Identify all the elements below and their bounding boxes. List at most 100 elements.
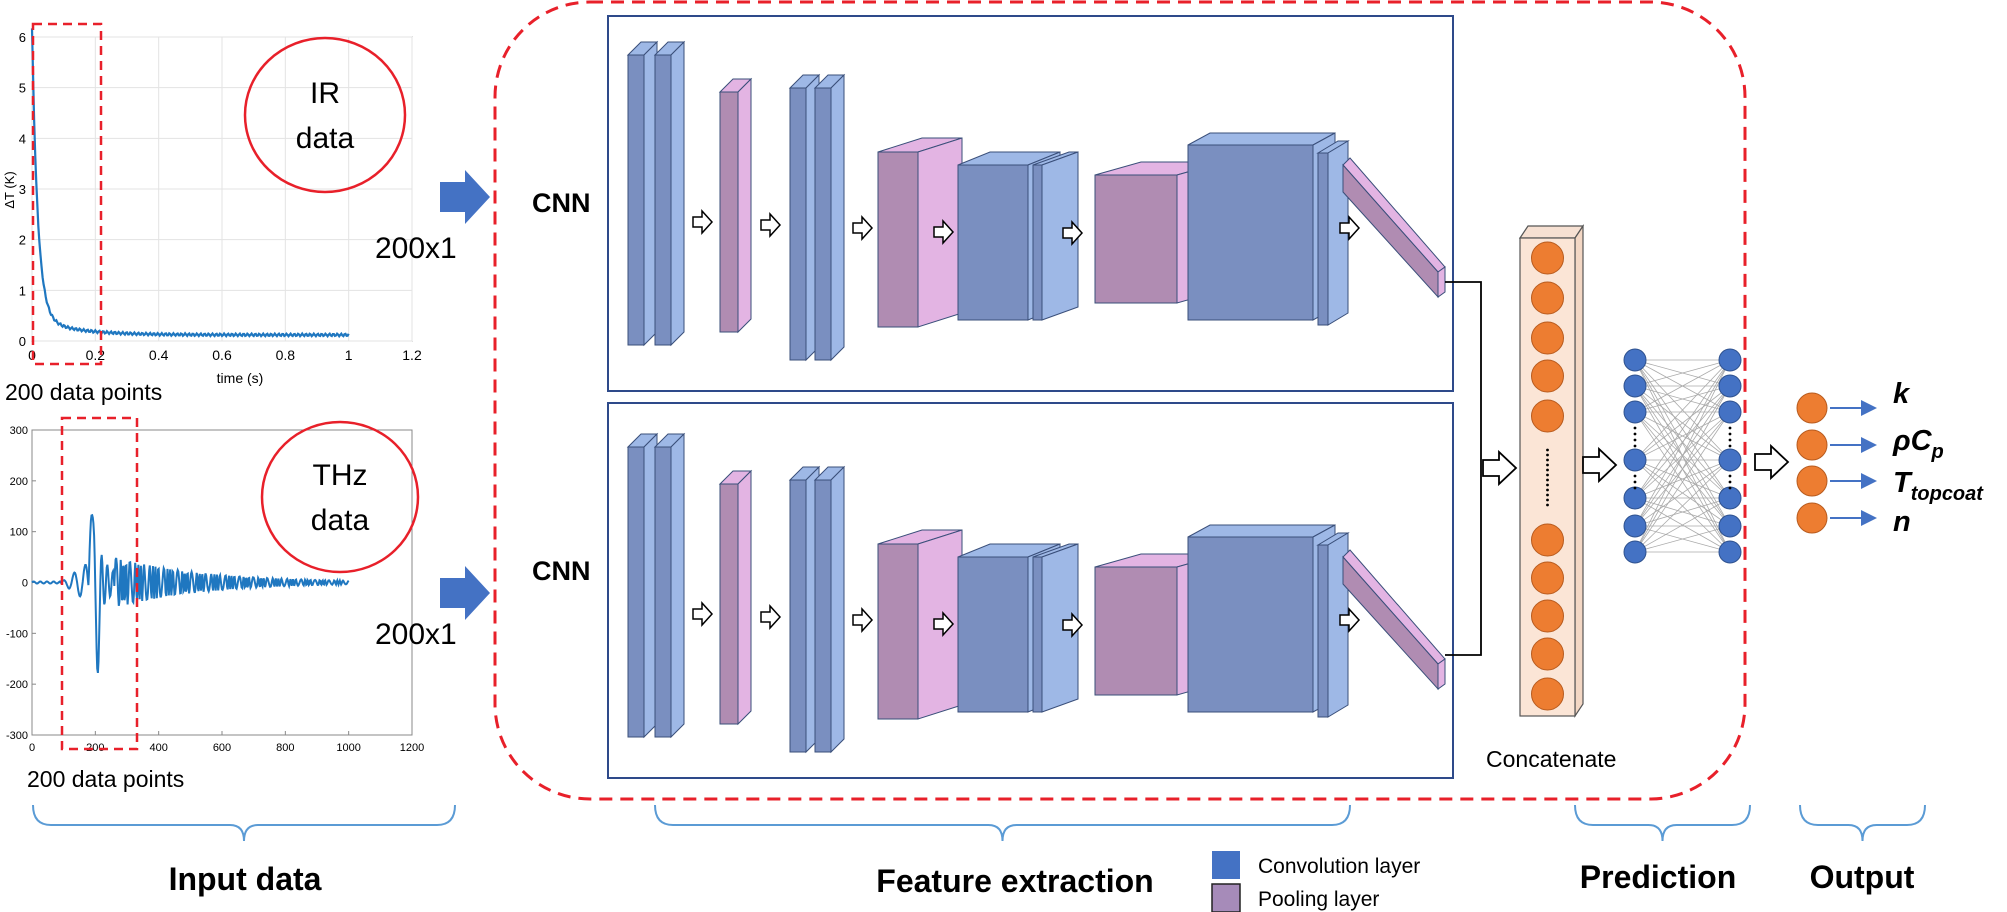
pool1-front [719, 483, 739, 725]
dense-ellipsis-dot [1728, 480, 1732, 484]
output-t-sub: topcoat [1911, 483, 1985, 505]
conv3b-front [1032, 556, 1043, 713]
conv1b-front [654, 54, 672, 346]
output-k: k [1893, 378, 1911, 410]
layer-arrow-2 [760, 212, 782, 238]
layer-arrow-3 [852, 607, 874, 633]
dense-edge [1634, 385, 1731, 499]
output-node [1796, 465, 1828, 497]
ir-x-axis-label: time (s) [217, 370, 264, 386]
thz-x-tick-label: 800 [276, 742, 294, 754]
dense-node [1623, 540, 1647, 564]
concat-ellipsis-dot [1546, 463, 1549, 467]
layer-arrow-2 [760, 604, 782, 630]
concat-ellipsis-dot [1546, 468, 1549, 472]
ir-plot-grid [31, 36, 413, 342]
thz-circle-label-1: THz [313, 459, 368, 492]
ir-data-circle [243, 36, 407, 194]
legend-pool-swatch [1211, 883, 1241, 912]
thz-signal-line [31, 513, 350, 674]
dense-ellipsis-dot [1728, 444, 1732, 448]
dense-node [1623, 514, 1647, 538]
conv2a-front [789, 87, 807, 361]
concat-side [1574, 224, 1584, 718]
section-feature-label: Feature extraction [876, 863, 1153, 899]
cnn-branch-bottom-label: CNN [532, 556, 591, 586]
layer-arrow-7 [1339, 215, 1361, 241]
concat-node [1531, 321, 1564, 355]
concat-ellipsis-dot [1546, 488, 1549, 492]
conv1b-front [654, 446, 672, 738]
thz-y-tick-label: -200 [6, 679, 28, 691]
conv4a-top [1187, 132, 1336, 146]
legend-conv-swatch [1212, 851, 1240, 879]
ir-x-tick-label: 1.2 [402, 347, 422, 363]
dense-node [1623, 486, 1647, 510]
ir-y-tick-label: 6 [19, 30, 26, 45]
dense-node [1718, 374, 1742, 398]
thz-y-tick-label: -300 [6, 730, 28, 742]
legend-pool-label: Pooling layer [1258, 888, 1379, 911]
section-prediction-label: Prediction [1580, 859, 1736, 895]
thz-x-tick-label: 1000 [336, 742, 360, 754]
output-node [1796, 392, 1828, 424]
dense-edge [1634, 497, 1731, 527]
ir-input-arrow [440, 170, 490, 224]
dense-edge [1634, 411, 1731, 499]
concat-node [1531, 561, 1564, 595]
output-t: Ttopcoat [1893, 467, 1984, 505]
conv2a-front [789, 479, 807, 753]
dense-edge [1634, 359, 1731, 413]
dense-ellipsis-dot [1633, 438, 1637, 442]
conv4a-top [1187, 524, 1336, 538]
layer-arrow-5 [1062, 220, 1084, 246]
dense-edge [1634, 459, 1731, 527]
thz-x-tick-label: 0 [29, 742, 35, 754]
output-cp-sub: p [1931, 441, 1944, 463]
conv4b-front [1317, 152, 1329, 326]
output-rho: ρ [1892, 425, 1911, 457]
dense-edge [1634, 497, 1731, 553]
dense-node [1623, 400, 1647, 424]
thz-y-tick-label: 300 [10, 425, 28, 437]
output-t-main: T [1893, 467, 1913, 499]
dense-node [1718, 514, 1742, 538]
conv2b-front [814, 479, 832, 753]
pool4-side [1437, 658, 1446, 690]
concat-ellipsis-dot [1546, 503, 1549, 507]
concat-ellipsis-dot [1546, 483, 1549, 487]
ir-y-axis-label: ΔT (K) [2, 171, 17, 208]
thz-y-tick-label: 100 [10, 527, 28, 539]
dense-edge [1634, 359, 1731, 527]
ir-signal-line [30, 28, 350, 339]
dense-edge [1634, 359, 1731, 387]
dense-ellipsis-dot [1633, 474, 1637, 478]
conv2b-side [830, 465, 845, 754]
concat-node [1531, 599, 1564, 633]
concat-to-dense-arrow [1582, 446, 1618, 484]
pool2-front [877, 543, 919, 720]
dense-edge [1634, 385, 1731, 553]
legend-conv-label: Convolution layer [1258, 855, 1420, 878]
thz-selection-box [60, 416, 139, 751]
thz-x-tick-label: 400 [149, 742, 167, 754]
dense-edge [1634, 385, 1731, 461]
concat-node [1531, 399, 1564, 433]
layer-arrow-3 [852, 215, 874, 241]
dense-edge [1634, 359, 1731, 499]
pool2-front [877, 151, 919, 328]
section-braces [32, 804, 1926, 842]
concat-top [1518, 225, 1585, 239]
ir-x-tick-label: 0.4 [149, 347, 169, 363]
output-rho-cp: ρCp [1892, 425, 1944, 463]
ir-y-tick-label: 3 [19, 182, 26, 197]
merge-arrow [1482, 449, 1518, 487]
dense-node [1718, 540, 1742, 564]
conv3b-front [1032, 164, 1043, 321]
dense-edge [1634, 459, 1731, 499]
